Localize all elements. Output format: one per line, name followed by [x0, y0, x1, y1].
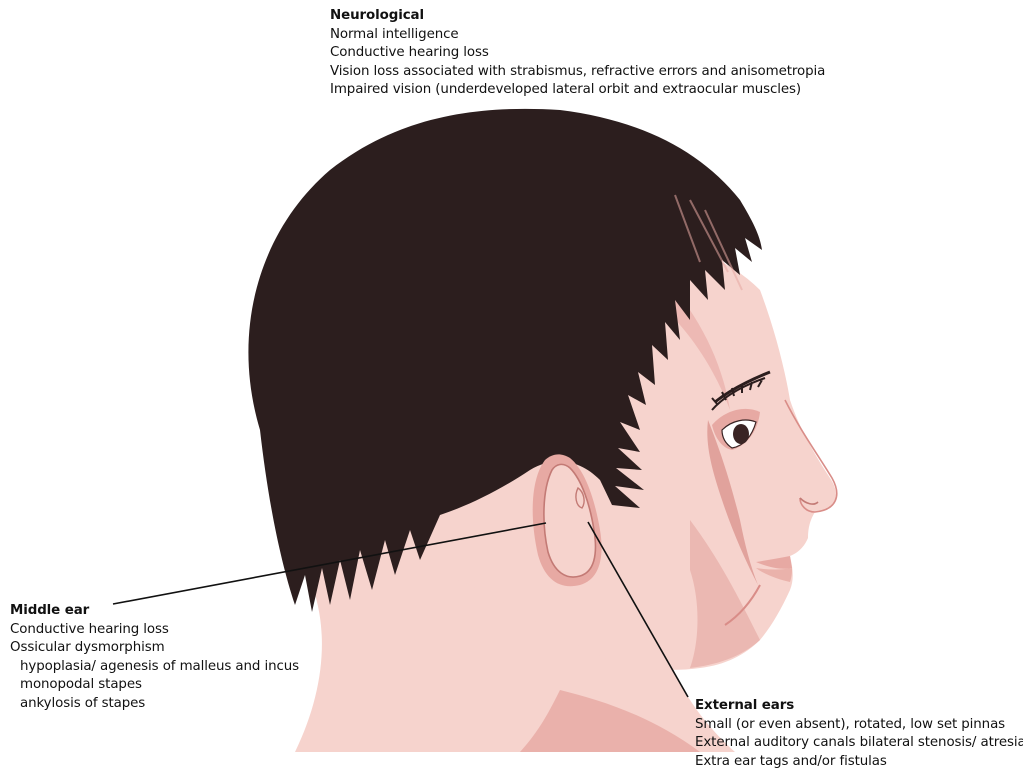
neurological-line: Conductive hearing loss [330, 44, 825, 63]
middle-ear-subline: monopodal stapes [10, 676, 299, 695]
neurological-line: Normal intelligence [330, 26, 825, 45]
external-ears-line: Extra ear tags and/or fistulas [695, 753, 1023, 771]
middle-ear-callout: Middle ear Conductive hearing loss Ossic… [10, 602, 299, 714]
middle-ear-line: Ossicular dysmorphism [10, 639, 299, 658]
external-ears-callout: External ears Small (or even absent), ro… [695, 697, 1023, 771]
neurological-line: Impaired vision (underdeveloped lateral … [330, 81, 825, 100]
neurological-heading: Neurological [330, 7, 825, 26]
external-ears-line: External auditory canals bilateral steno… [695, 734, 1023, 753]
neurological-callout: Neurological Normal intelligence Conduct… [330, 7, 825, 100]
middle-ear-line: Conductive hearing loss [10, 621, 299, 640]
middle-ear-heading: Middle ear [10, 602, 299, 621]
external-ears-line: Small (or even absent), rotated, low set… [695, 716, 1023, 735]
middle-ear-subline: ankylosis of stapes [10, 695, 299, 714]
neurological-line: Vision loss associated with strabismus, … [330, 63, 825, 82]
iris [733, 424, 749, 444]
external-ears-heading: External ears [695, 697, 1023, 716]
middle-ear-subline: hypoplasia/ agenesis of malleus and incu… [10, 658, 299, 677]
